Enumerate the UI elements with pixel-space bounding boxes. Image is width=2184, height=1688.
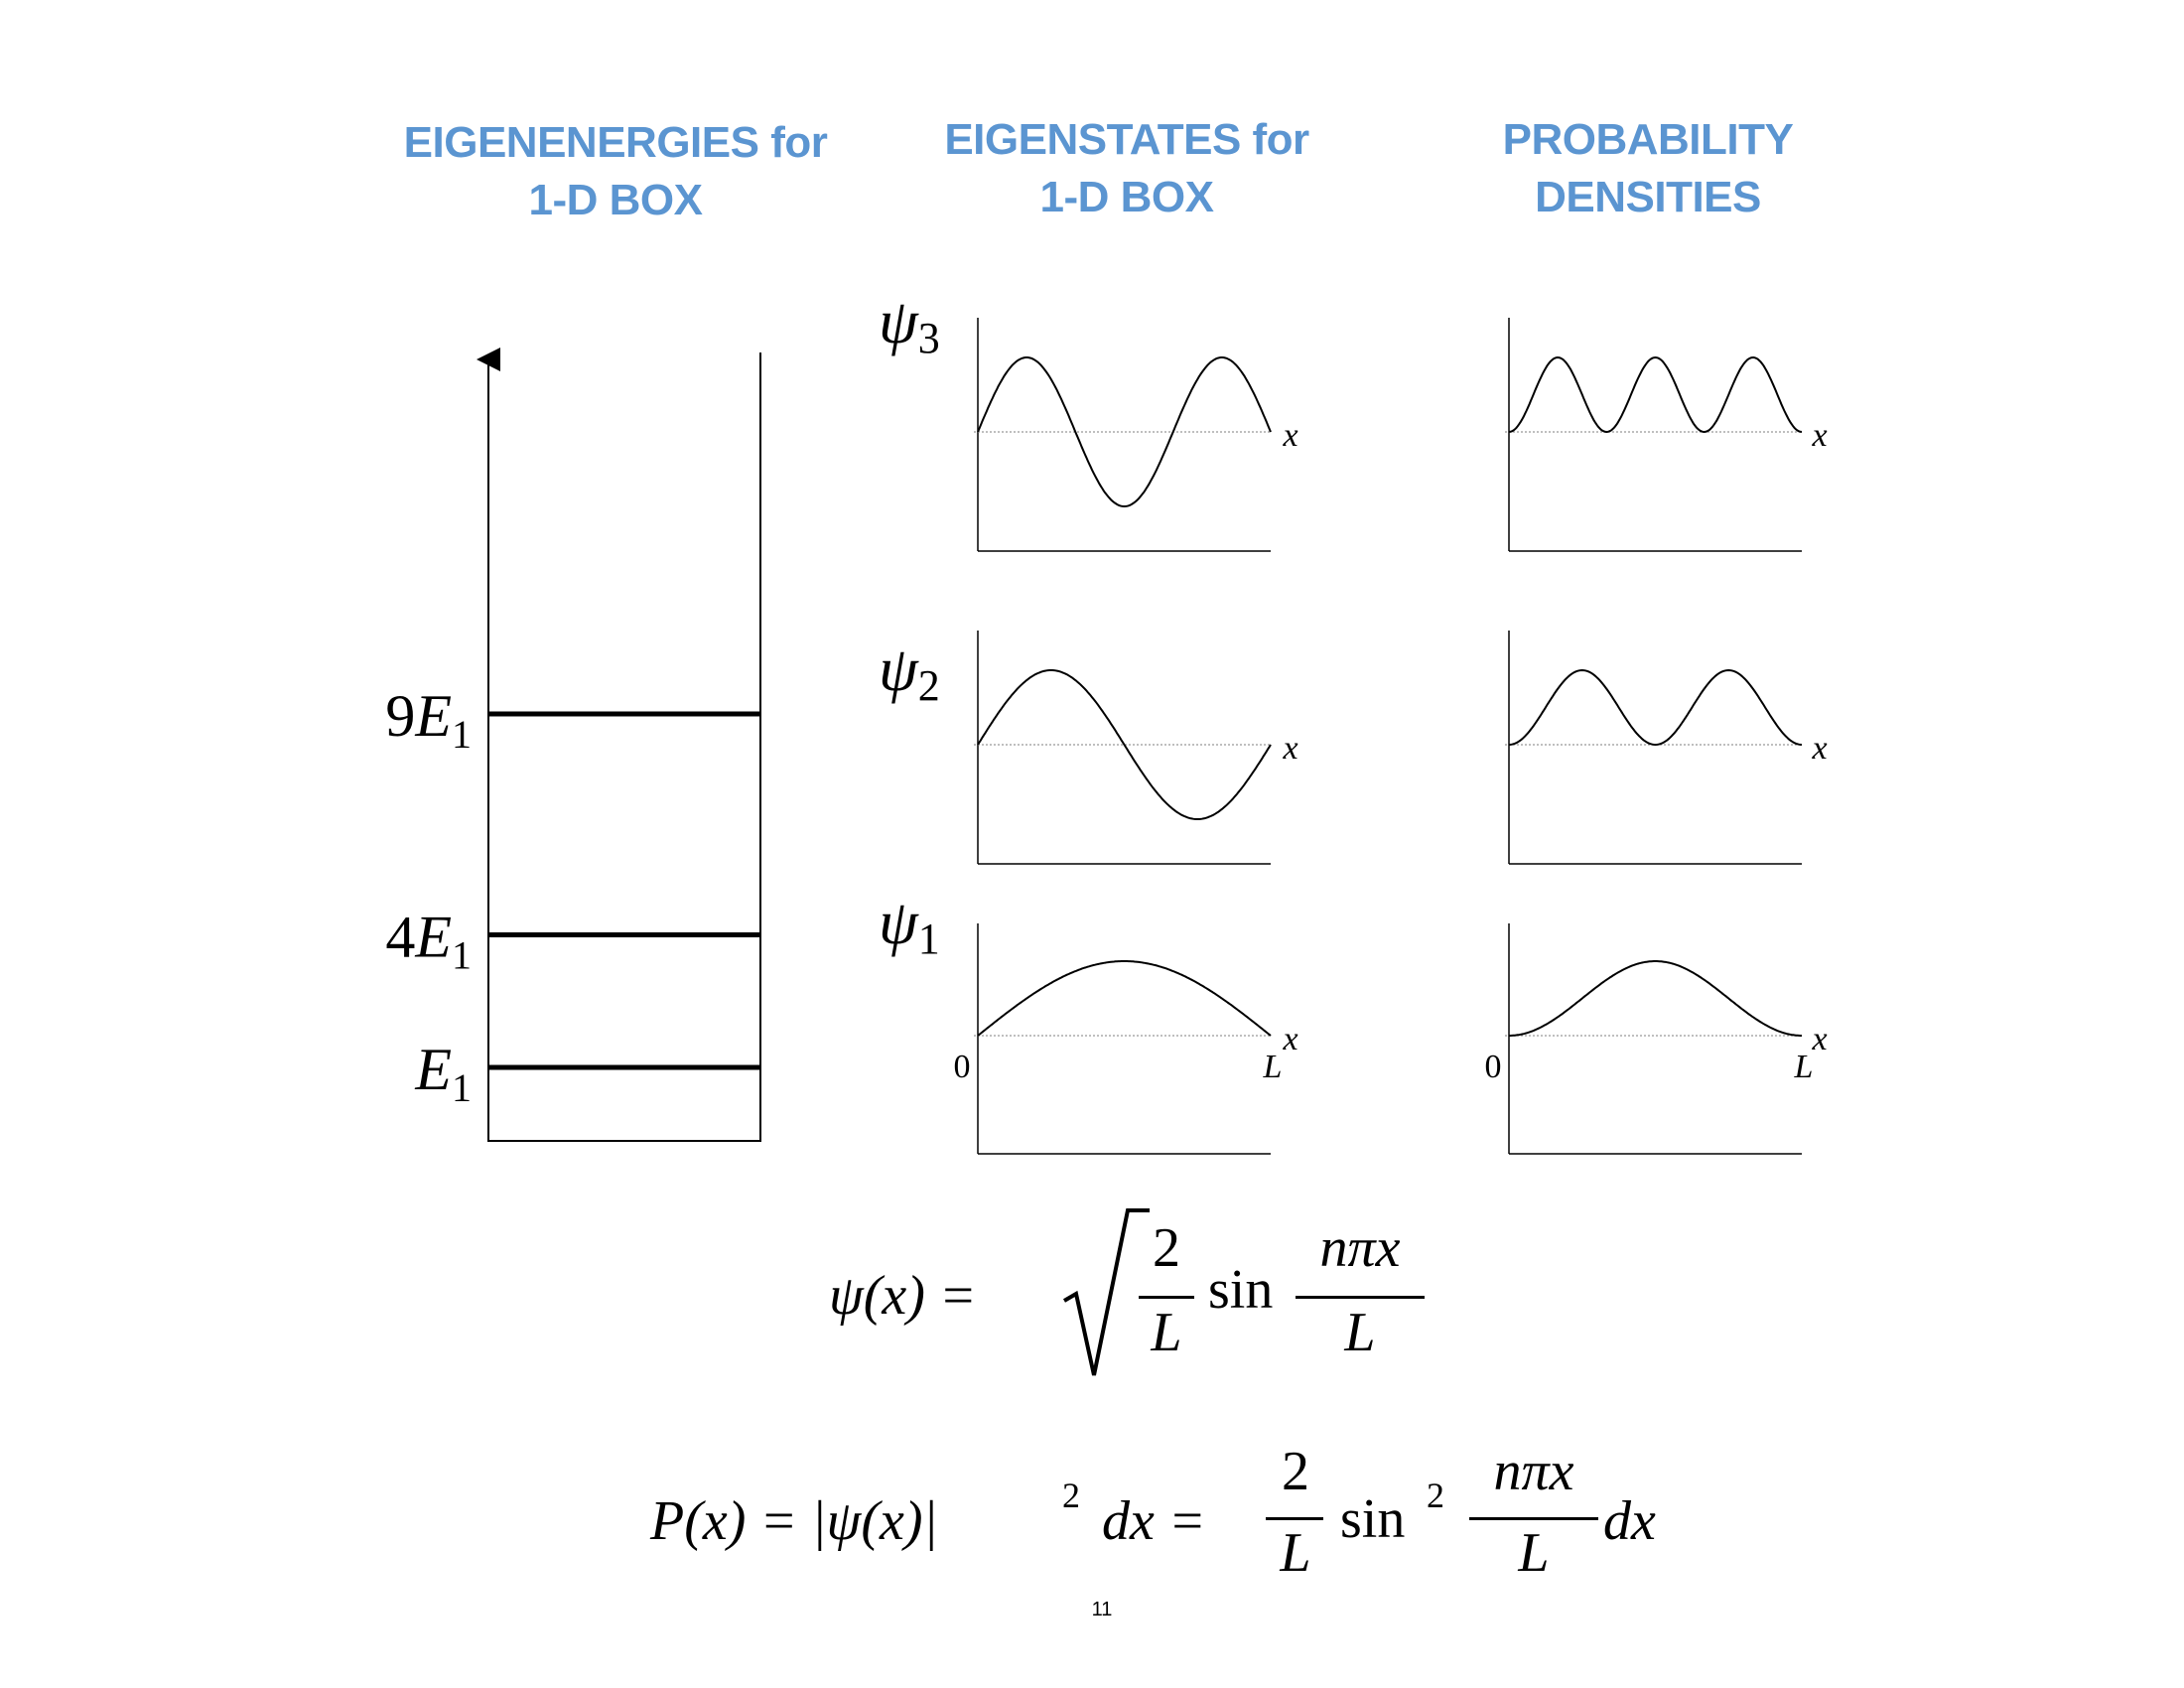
equation-prob-exp: 2: [1062, 1476, 1080, 1515]
wavefunction-plots: x x x x x 0 Lx 0 L: [954, 318, 1828, 1155]
psi-label-1: ψ1: [879, 887, 940, 963]
equation-psi-arg-den: L: [1344, 1302, 1376, 1363]
x-axis-label: x: [1282, 730, 1297, 767]
psi-plot-n1: x 0 L: [954, 923, 1298, 1155]
origin-label: 0: [1485, 1049, 1502, 1085]
equation-prob-arg-num: nπx: [1493, 1441, 1574, 1502]
origin-label: 0: [954, 1049, 971, 1085]
heading-eigenenergies-line1: EIGENENERGIES for: [403, 118, 828, 167]
x-axis-label: x: [1282, 1021, 1297, 1057]
equation-psi-sin: sin: [1208, 1259, 1274, 1321]
x-axis-label: x: [1811, 417, 1827, 454]
length-label: L: [1263, 1049, 1283, 1085]
heading-eigenstates: EIGENSTATES for 1-D BOX: [893, 111, 1360, 226]
prob-plot-n2: x: [1505, 631, 1828, 865]
heading-probability-densities: PROBABILITY DENSITIES: [1439, 111, 1856, 226]
equation-prob-fraction-bar: [1266, 1517, 1323, 1520]
energy-level-label-9: 9E1: [385, 683, 472, 757]
equation-prob-mid: dx =: [1102, 1490, 1206, 1552]
energy-level-label-4: 4E1: [385, 905, 472, 978]
equation-prob-den: L: [1280, 1522, 1311, 1584]
equation-prob-arg-den: L: [1518, 1522, 1550, 1584]
curve: [977, 669, 1272, 820]
prob-plot-n3: x: [1505, 318, 1828, 552]
heading-eigenenergies: EIGENENERGIES for 1-D BOX: [377, 114, 854, 229]
equation-psi-lhs: ψ(x) =: [829, 1265, 977, 1327]
curve: [1509, 960, 1802, 1037]
length-label: L: [1794, 1049, 1814, 1085]
equation-psi-fraction-bar: [1139, 1296, 1194, 1299]
psi-plot-n3: x: [974, 318, 1298, 552]
page-number: 11: [1091, 1599, 1113, 1620]
equation-prob-sin-exp: 2: [1427, 1476, 1444, 1515]
heading-probability-line1: PROBABILITY: [1502, 115, 1794, 164]
equation-prob-num: 2: [1282, 1441, 1309, 1502]
curve: [977, 356, 1272, 508]
x-axis-label: x: [1811, 1021, 1827, 1057]
equation-prob-lhs: P(x) = |ψ(x)|: [650, 1490, 938, 1552]
x-axis-label: x: [1811, 730, 1827, 767]
prob-plot-n1: x 0 L: [1485, 923, 1828, 1155]
equation-probability: P(x) = |ψ(x)| 2 dx = 2 L sin 2 nπx L dx: [650, 1430, 1693, 1609]
heading-eigenstates-line2: 1-D BOX: [1039, 173, 1214, 221]
energy-level-diagram: E1 4E1 9E1: [385, 348, 761, 1142]
equation-psi-arg-num: nπx: [1319, 1217, 1401, 1279]
curve: [977, 960, 1272, 1037]
heading-eigenenergies-line2: 1-D BOX: [528, 176, 703, 224]
curve: [1508, 355, 1803, 434]
equation-prob-tail: dx: [1603, 1490, 1656, 1552]
equation-prob-sin: sin: [1340, 1488, 1406, 1550]
equation-prob-arg-bar: [1469, 1517, 1598, 1520]
equation-psi-num: 2: [1153, 1217, 1180, 1279]
heading-probability-line2: DENSITIES: [1535, 173, 1761, 221]
energy-level-label-1: E1: [414, 1037, 472, 1110]
heading-eigenstates-line1: EIGENSTATES for: [944, 115, 1309, 164]
sqrt-symbol: [1062, 1208, 1150, 1376]
equation-psi: ψ(x) = 2 L sin nπx L: [829, 1196, 1524, 1395]
equation-psi-den: L: [1151, 1302, 1182, 1363]
x-axis-label: x: [1282, 417, 1297, 454]
psi-label-2: ψ2: [879, 633, 940, 710]
psi-plot-n2: x: [974, 631, 1298, 865]
psi-label-3: ψ3: [879, 286, 940, 362]
equation-psi-arg-bar: [1296, 1296, 1425, 1299]
curve: [1508, 668, 1803, 747]
